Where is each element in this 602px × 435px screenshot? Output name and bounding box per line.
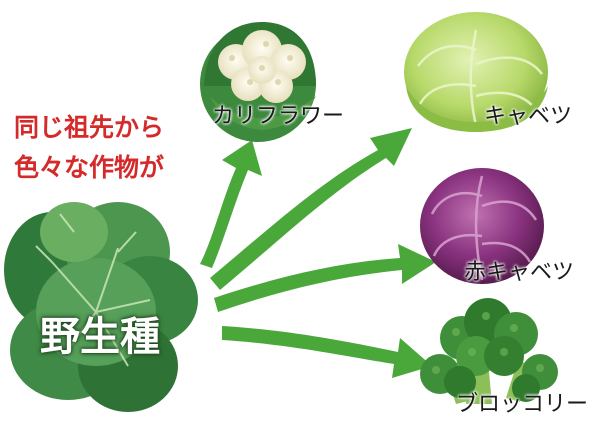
arrow-to-red-cabbage: [214, 244, 436, 312]
cauliflower-label: カリフラワー: [212, 104, 345, 129]
arrows: [200, 128, 436, 378]
arrow-to-cabbage: [210, 128, 412, 290]
wild-species-label: 野生種: [40, 314, 160, 360]
caption-line-2: 色々な作物が: [14, 153, 165, 182]
broccoli-icon: [420, 298, 558, 404]
red-cabbage-label: 赤キャベツ: [464, 260, 575, 285]
broccoli-label: ブロッコリー: [456, 392, 589, 417]
caption: 同じ祖先から 色々な作物が: [14, 108, 164, 188]
wild-cabbage-icon: [4, 202, 198, 412]
caption-line-1: 同じ祖先から: [14, 113, 165, 142]
arrow-to-broccoli: [222, 326, 432, 378]
cauliflower-icon: [200, 22, 316, 142]
red-cabbage-icon: [420, 168, 544, 284]
arrow-to-cauliflower: [200, 140, 262, 268]
cabbage-icon: [404, 12, 548, 132]
cabbage-label: キャベツ: [484, 104, 573, 129]
